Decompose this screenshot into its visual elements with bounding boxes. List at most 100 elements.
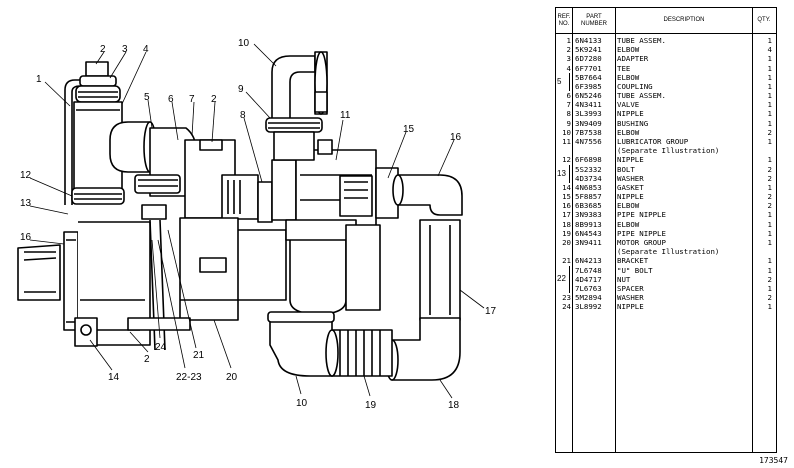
- group-brace-line: [569, 72, 570, 92]
- callout-label: 12: [20, 170, 32, 181]
- callout-label: 22-23: [176, 372, 202, 383]
- callout-labels: 1 2 3 4 5 6 7 2 10 9 8 11 15 16 12 13 16…: [20, 38, 497, 411]
- description-cell: (Separate Illustration): [617, 146, 720, 156]
- quantity-cell: 2: [767, 192, 772, 202]
- part-number-cell: 7L6748: [575, 265, 602, 275]
- callout-label: 4: [143, 44, 149, 55]
- quantity-cell: 1: [767, 63, 772, 73]
- description-cell: GASKET: [617, 182, 644, 192]
- callout-label: 9: [238, 84, 244, 95]
- description-cell: ELBOW: [617, 201, 640, 211]
- callout-label: 11: [340, 110, 351, 121]
- drawing-number: 173547: [759, 456, 788, 465]
- callout-label: 15: [403, 124, 415, 135]
- quantity-cell: 1: [767, 228, 772, 238]
- group-ref-label: 5: [557, 76, 562, 86]
- description-cell: WASHER: [617, 173, 644, 183]
- callout-label: 3: [122, 44, 128, 55]
- ref-cell: 18: [562, 219, 571, 229]
- quantity-cell: 2: [767, 274, 772, 284]
- description-cell: "U" BOLT: [617, 265, 653, 275]
- part-number-cell: 6N4543: [575, 228, 602, 238]
- quantity-cell: 1: [767, 182, 772, 192]
- part-number-cell: 5B7664: [575, 72, 602, 82]
- ref-cell: 10: [562, 127, 571, 137]
- description-cell: ELBOW: [617, 45, 640, 55]
- table-row: (Separate Illustration): [556, 146, 776, 155]
- callout-label: 2: [100, 44, 106, 55]
- quantity-cell: 2: [767, 293, 772, 303]
- ref-cell: 7: [566, 100, 571, 110]
- ref-cell: 3: [566, 54, 571, 64]
- description-cell: SPACER: [617, 283, 644, 293]
- header-description: DESCRIPTION: [663, 17, 705, 23]
- ref-cell: 11: [562, 136, 571, 146]
- quantity-cell: 1: [767, 36, 772, 45]
- description-cell: ELBOW: [617, 219, 640, 229]
- ref-cell: 1: [566, 36, 571, 45]
- ref-cell: 4: [566, 63, 571, 73]
- quantity-cell: 1: [767, 256, 772, 266]
- part-number-cell: 7L6763: [575, 283, 602, 293]
- description-cell: BOLT: [617, 164, 635, 174]
- description-cell: TEE: [617, 63, 631, 73]
- column-divider: [752, 8, 753, 452]
- ref-cell: 6: [566, 91, 571, 101]
- description-cell: TUBE ASSEM.: [617, 36, 666, 45]
- header-quantity: QTY.: [757, 17, 771, 23]
- callout-label: 19: [365, 400, 377, 411]
- ref-cell: 19: [562, 228, 571, 238]
- callout-label: 8: [240, 110, 246, 121]
- quantity-cell: 1: [767, 237, 772, 247]
- group-brace-line: [569, 265, 570, 294]
- description-cell: BRACKET: [617, 256, 649, 266]
- description-cell: ELBOW: [617, 72, 640, 82]
- description-cell: COUPLING: [617, 81, 653, 91]
- quantity-cell: 1: [767, 155, 772, 165]
- callout-label: 2: [144, 354, 150, 365]
- part-number-cell: 3N9411: [575, 237, 602, 247]
- quantity-cell: 1: [767, 136, 772, 146]
- ref-cell: 14: [562, 182, 571, 192]
- group-brace-line: [569, 164, 570, 183]
- table-row: (Separate Illustration): [556, 247, 776, 256]
- part-number-cell: 6F3985: [575, 81, 602, 91]
- part-number-cell: 5S2332: [575, 164, 602, 174]
- callout-label: 14: [108, 372, 120, 383]
- part-number-cell: 3L8992: [575, 302, 602, 312]
- description-cell: ELBOW: [617, 127, 640, 137]
- quantity-cell: 1: [767, 219, 772, 229]
- description-cell: (Separate Illustration): [617, 247, 720, 257]
- column-divider: [572, 8, 573, 452]
- callout-label: 13: [20, 198, 32, 209]
- description-cell: NIPPLE: [617, 109, 644, 119]
- part-number-cell: 5M2894: [575, 293, 602, 303]
- quantity-cell: 1: [767, 109, 772, 119]
- part-number-cell: 3N9409: [575, 118, 602, 128]
- part-number-cell: 3N9383: [575, 210, 602, 220]
- ref-cell: 15: [562, 192, 571, 202]
- quantity-cell: 1: [767, 100, 772, 110]
- quantity-cell: 4: [767, 45, 772, 55]
- ref-cell: 9: [566, 118, 571, 128]
- callout-leaders: [29, 43, 485, 399]
- quantity-cell: 1: [767, 81, 772, 91]
- callout-label: 1: [36, 74, 42, 85]
- callout-label: 17: [485, 306, 497, 317]
